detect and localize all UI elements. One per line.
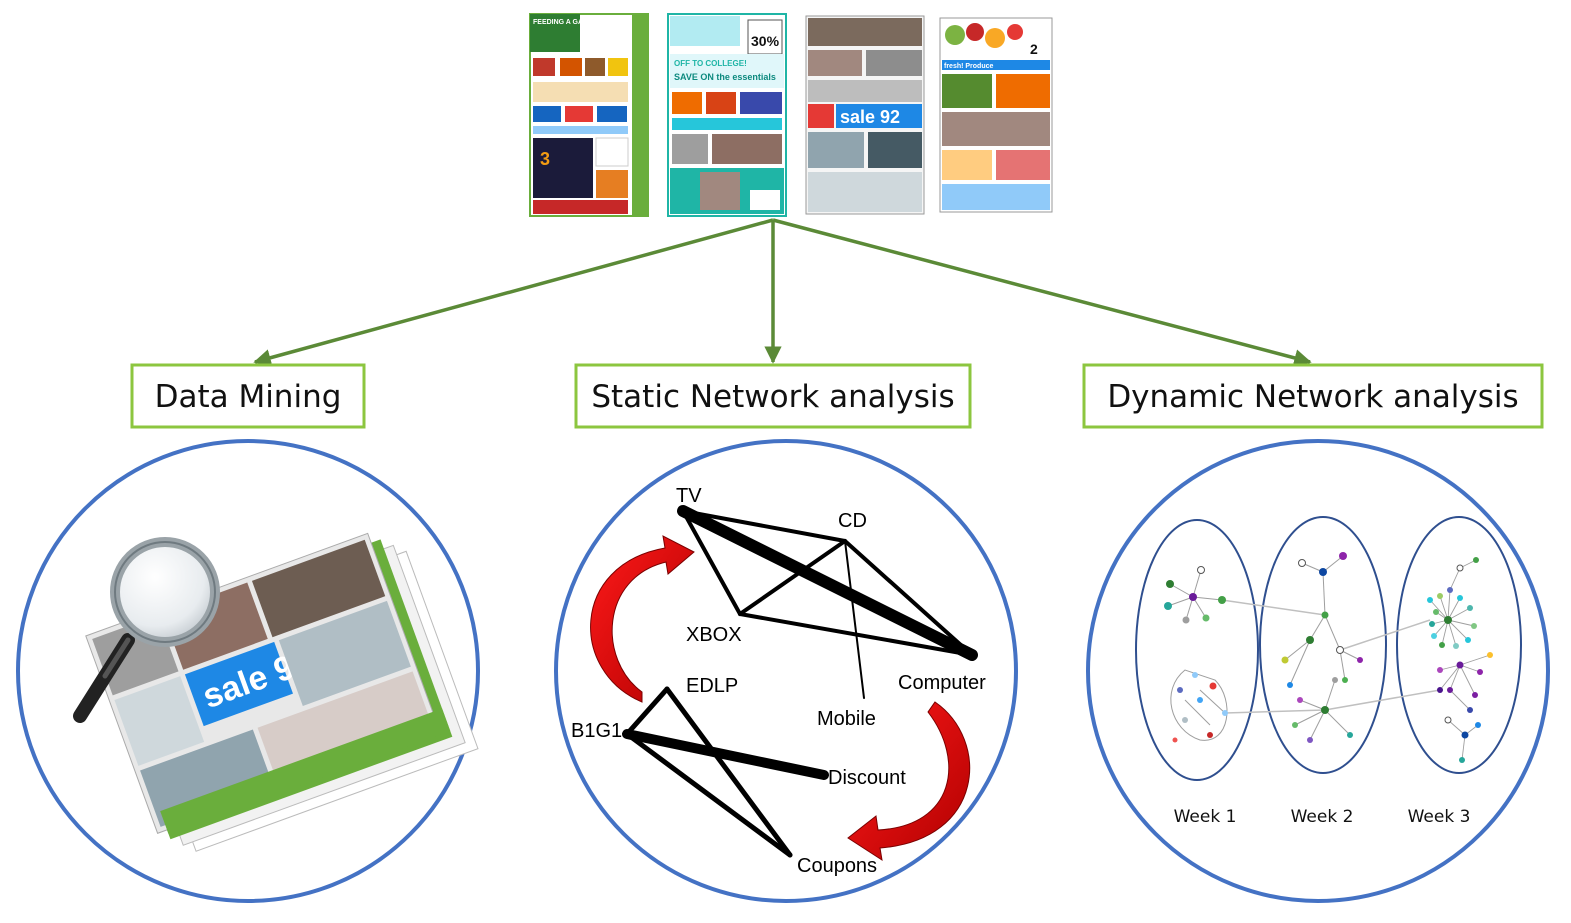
data-mining-panel: sale 92 (16, 439, 480, 903)
node-label-tv: TV (676, 485, 702, 507)
edge-tv-computer (677, 505, 978, 661)
flyer2-headline: OFF TO COLLEGE! (674, 59, 747, 68)
node-label-cd: CD (838, 510, 867, 532)
red-arrow-b1g1-to-tv (590, 535, 695, 703)
node-label-computer: Computer (898, 672, 986, 694)
week1-nodes (1164, 566, 1228, 743)
magnifying-glass-icon (73, 537, 220, 723)
cross-week-links (1221, 599, 1441, 714)
arrow-to-dynamic-network (772, 218, 1312, 367)
back-to-school-flyer: 30% OFF TO COLLEGE! SAVE ON the essentia… (667, 13, 787, 217)
week2-label: Week 2 (1291, 807, 1354, 827)
static-network-label: Static Network analysis (591, 379, 954, 415)
edge-b1g1-edlp (624, 686, 670, 737)
flyer3-promo: sale 92 (840, 107, 900, 127)
week3-nodes (1427, 557, 1493, 763)
node-label-discount: Discount (828, 767, 906, 789)
flyer4-headline: fresh! Produce (944, 63, 994, 70)
node-label-mobile: Mobile (817, 708, 876, 730)
edge-b1g1-discount (622, 729, 829, 780)
flyer-thumbnails: FEEDING A GAME DAY CROWD? 3 30% OFF TO C… (529, 13, 1053, 217)
node-label-coupons: Coupons (797, 855, 877, 877)
node-label-b1g1: B1G1 (571, 720, 622, 742)
svg-text:2: 2 (1030, 41, 1038, 57)
edge-tv-cd (681, 509, 847, 543)
week1-network (1167, 569, 1228, 741)
produce-flyer: 2 fresh! Produce (939, 17, 1053, 213)
dynamic-network-circle (1086, 439, 1550, 903)
flyer1-headline: FEEDING A GAME DAY CROWD? (533, 19, 643, 26)
pipeline-arrows (253, 218, 1312, 367)
dynamic-network-label: Dynamic Network analysis (1107, 379, 1518, 415)
edge-cd-computer (843, 539, 974, 657)
red-arrow-computer-to-coupons (847, 701, 971, 862)
dynamic-network-panel: Week 1 Week 2 Week 3 (1086, 439, 1550, 903)
node-label-xbox: XBOX (686, 624, 742, 646)
edge-tv-xbox (681, 509, 742, 616)
static-network-box (574, 363, 972, 429)
flyer2-badge: 30% (751, 33, 780, 49)
static-network-edges (622, 505, 978, 858)
flyer2-promo: SAVE ON the essentials (674, 72, 776, 82)
arrow-to-data-mining (253, 218, 774, 367)
dynamic-network-box (1082, 363, 1544, 429)
grocery-flyer-1: FEEDING A GAME DAY CROWD? 3 (529, 13, 649, 217)
svg-text:3: 3 (540, 149, 550, 169)
edge-cd-xbox (738, 539, 847, 616)
edge-cd-mobile (844, 540, 865, 699)
week1-label: Week 1 (1174, 807, 1237, 827)
week2-nodes (1281, 552, 1363, 743)
edge-edlp-coupons (664, 686, 793, 858)
edge-b1g1-coupons (624, 731, 793, 858)
week2-network (1284, 555, 1361, 741)
furniture-flyer: sale 92 (805, 15, 925, 215)
data-mining-label: Data Mining (155, 379, 342, 415)
category-boxes: Data Mining Static Network analysis Dyna… (130, 363, 1544, 429)
week3-label: Week 3 (1408, 807, 1471, 827)
data-mining-box (130, 363, 366, 429)
week1-oval (1135, 519, 1259, 781)
node-label-edlp: EDLP (686, 675, 738, 697)
week3-oval (1396, 516, 1522, 774)
red-curved-arrows (590, 535, 971, 862)
static-network-circle (554, 439, 1018, 903)
week2-oval (1259, 516, 1387, 774)
